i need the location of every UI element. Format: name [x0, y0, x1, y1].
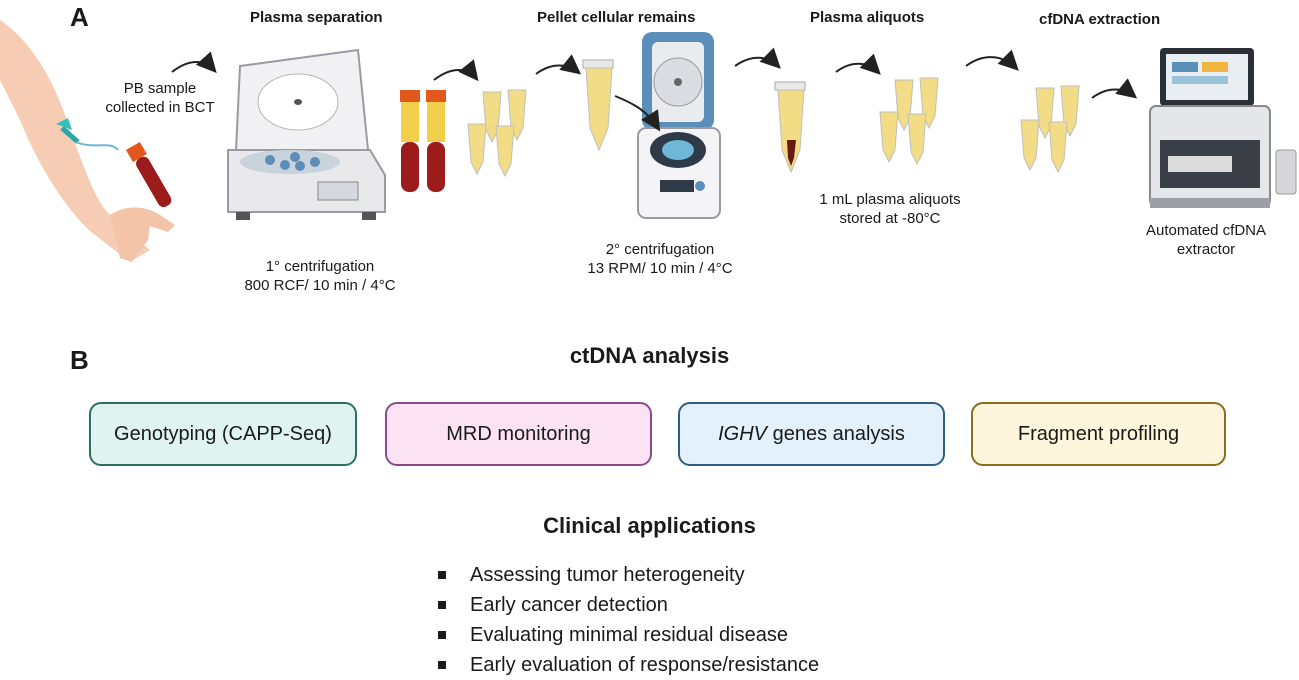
- list-item-text: Assessing tumor heterogeneity: [470, 564, 745, 586]
- list-item-text: Early cancer detection: [470, 594, 668, 616]
- clinical-applications-list: Assessing tumor heterogeneity Early canc…: [438, 560, 819, 680]
- arrow-4: [614, 95, 661, 132]
- bullet-square-icon: [438, 631, 446, 639]
- list-item: Assessing tumor heterogeneity: [438, 560, 819, 590]
- list-item: Evaluating minimal residual disease: [438, 620, 819, 650]
- step-title-pellet: Pellet cellular remains: [537, 9, 696, 26]
- analysis-box-label: genes analysis: [767, 422, 905, 445]
- butterfly-needle: [56, 118, 119, 151]
- analysis-box-mrd: MRD monitoring: [385, 402, 652, 466]
- bullet-square-icon: [438, 601, 446, 609]
- step-title-extraction: cfDNA extraction: [1039, 11, 1161, 28]
- aliquot-tubes-1: [467, 89, 527, 178]
- aliquot-caption-line-2: stored at -80°C: [839, 210, 941, 227]
- plasma-tube: [582, 59, 614, 152]
- sample-caption: PB sample collected in BCT: [95, 79, 225, 117]
- analysis-box-fragment: Fragment profiling: [971, 402, 1226, 466]
- aliquot-tubes-2: [879, 77, 939, 166]
- bct-tube: [125, 142, 172, 208]
- arrow-7: [965, 49, 1019, 71]
- arrow-3: [535, 54, 582, 75]
- aliquot-tubes-3: [1020, 85, 1080, 174]
- aliquot-caption-line-1: 1 mL plasma aliquots: [819, 191, 961, 208]
- analysis-box-genotyping: Genotyping (CAPP-Seq): [89, 402, 357, 466]
- analysis-box-ighv: IGHV genes analysis: [678, 402, 945, 466]
- pellet-tube: [774, 81, 806, 174]
- centrifugation-2-line-1: 2° centrifugation: [605, 241, 715, 258]
- centrifugation-1-line-1: 1° centrifugation: [265, 258, 375, 275]
- arrow-1: [171, 51, 217, 73]
- panel-a-letter: A: [70, 2, 89, 32]
- analysis-box-label: Genotyping (CAPP-Seq): [114, 422, 332, 445]
- ctdna-analysis-title: ctDNA analysis: [569, 343, 730, 368]
- bullet-square-icon: [438, 661, 446, 669]
- aliquot-caption: 1 mL plasma aliquots stored at -80°C: [790, 190, 990, 228]
- panel-b-letter: B: [70, 345, 89, 375]
- centrifugation-2-caption: 2° centrifugation 13 RPM/ 10 min / 4°C: [555, 240, 765, 278]
- extractor-caption: Automated cfDNA extractor: [1136, 221, 1276, 259]
- analysis-box-label: Fragment profiling: [1017, 422, 1180, 445]
- arm-illustration: [0, 20, 175, 262]
- step-title-plasma-separation: Plasma separation: [250, 9, 383, 26]
- step-title-aliquots: Plasma aliquots: [810, 9, 925, 26]
- centrifuge-1: [227, 48, 386, 220]
- extractor-caption-line-1: Automated cfDNA: [1145, 222, 1267, 239]
- list-item-text: Early evaluation of response/resistance: [470, 654, 820, 676]
- bullet-square-icon: [438, 571, 446, 579]
- list-item-text: Evaluating minimal residual disease: [470, 624, 788, 646]
- list-item: Early cancer detection: [438, 590, 819, 620]
- sample-caption-line-1: PB sample: [123, 80, 197, 97]
- arrow-2: [433, 59, 479, 82]
- arrow-8: [1091, 78, 1138, 99]
- list-item: Early evaluation of response/resistance: [438, 650, 819, 680]
- cfdna-extractor: [1149, 48, 1297, 208]
- analysis-box-label: MRD monitoring: [446, 422, 591, 445]
- centrifugation-2-line-2: 13 RPM/ 10 min / 4°C: [587, 260, 733, 277]
- sample-caption-line-2: collected in BCT: [105, 99, 215, 116]
- analysis-box-italic: IGHV: [718, 422, 768, 445]
- centrifuge-2: [637, 32, 721, 219]
- centrifugation-1-line-2: 800 RCF/ 10 min / 4°C: [244, 277, 396, 294]
- centrifugation-1-caption: 1° centrifugation 800 RCF/ 10 min / 4°C: [220, 257, 420, 295]
- arrow-5: [734, 47, 781, 69]
- separated-tubes: [400, 90, 446, 192]
- clinical-applications-title: Clinical applications: [543, 513, 756, 538]
- arrow-6: [835, 53, 881, 75]
- extractor-caption-line-2: extractor: [1176, 241, 1236, 258]
